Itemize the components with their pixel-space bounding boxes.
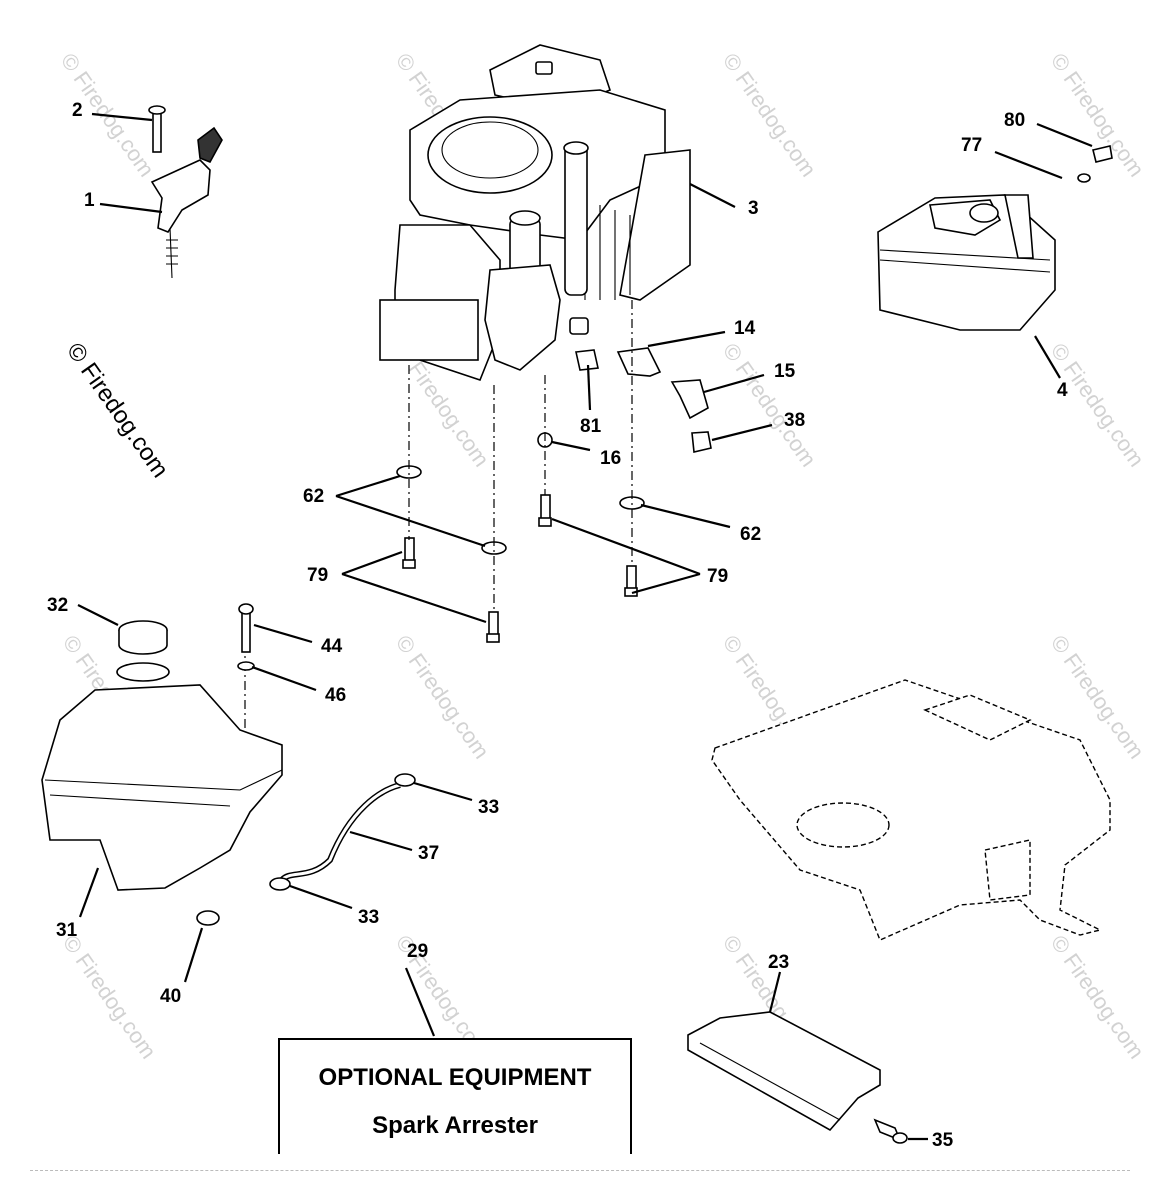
callout-label: 44 [321, 636, 343, 657]
watermark-faint: © Firedog.com [718, 339, 821, 472]
callout-label: 33 [358, 907, 379, 928]
watermark-faint: © Firedog.com [391, 631, 494, 764]
callout-label: 79 [307, 565, 328, 586]
optional-equipment-box: OPTIONAL EQUIPMENT Spark Arrester [278, 1038, 632, 1154]
optional-equipment-title: OPTIONAL EQUIPMENT [318, 1064, 592, 1091]
callout-label: 38 [784, 410, 805, 431]
callout-label: 32 [47, 595, 68, 616]
callout-label: 14 [734, 318, 756, 339]
leader-lines [77, 112, 1093, 1141]
fuel-hose-part [269, 773, 416, 891]
callout-label: 80 [1004, 110, 1025, 131]
throttle-control-part [148, 105, 223, 279]
callout-label: 23 [768, 952, 789, 973]
optional-equipment-subtitle: Spark Arrester [372, 1112, 538, 1139]
callout-label: 1 [84, 190, 95, 211]
callout-label: 40 [160, 986, 181, 1007]
muffler-part [877, 145, 1113, 331]
spark-arrester-part [687, 1011, 908, 1144]
washers-bolts-part [396, 465, 645, 643]
callout-label: 3 [748, 198, 759, 219]
fuel-tank-part [41, 603, 283, 926]
bottom-divider [30, 1170, 1130, 1171]
watermark-faint: © Firedog.com [1046, 339, 1149, 472]
callout-label: 62 [303, 486, 324, 507]
watermark-faint: © Firedog.com [718, 49, 821, 182]
callout-label: 46 [325, 685, 346, 706]
callout-label: 16 [600, 448, 621, 469]
callout-label: 29 [407, 941, 428, 962]
fuel-line-fittings-part [537, 347, 712, 453]
callout-label: 35 [932, 1130, 954, 1151]
chassis-frame-part [711, 679, 1111, 941]
watermark-brand: © Firedog.com [61, 338, 174, 483]
watermark-faint: © Firedog.com [1046, 931, 1149, 1064]
callout-label: 4 [1057, 380, 1068, 401]
watermark-faint: © Firedog.com [58, 931, 161, 1064]
callout-label: 62 [740, 524, 761, 545]
callout-label: 37 [418, 843, 439, 864]
callouts: 2 1 3 80 77 4 14 15 38 81 16 62 62 79 79… [47, 100, 1068, 1151]
callout-label: 2 [72, 100, 83, 121]
engine-part [379, 44, 691, 381]
callout-label: 31 [56, 920, 78, 941]
callout-label: 81 [580, 416, 602, 437]
callout-label: 15 [774, 361, 796, 382]
callout-label: 77 [961, 135, 982, 156]
callout-label: 33 [478, 797, 499, 818]
callout-label: 79 [707, 566, 728, 587]
